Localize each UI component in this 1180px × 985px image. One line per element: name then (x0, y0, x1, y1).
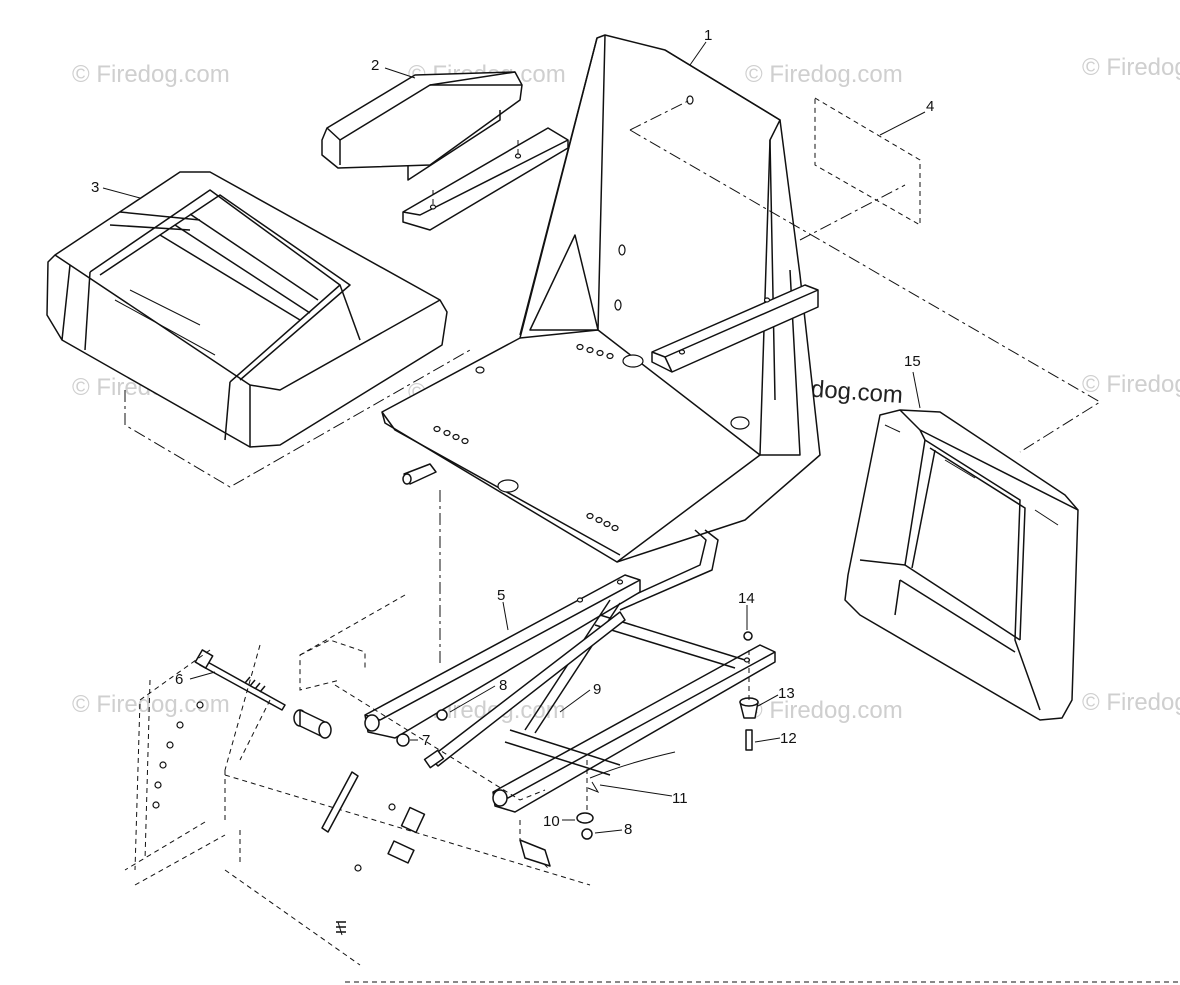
callout-5: 5 (497, 587, 505, 604)
callout-8: 8 (499, 677, 507, 694)
callout-6: 6 (175, 671, 183, 688)
watermark: © Firedog.com (745, 61, 903, 88)
seat-frame-part-1 (381, 34, 821, 611)
callout-7: 7 (422, 732, 430, 749)
wire-11 (589, 751, 676, 779)
callout-4: 4 (926, 98, 934, 115)
armrest-part-2 (321, 71, 569, 231)
bolt-12 (745, 729, 753, 751)
hardware-nuts (396, 631, 759, 840)
callout-13: 13 (778, 685, 795, 702)
backrest-cushion-part-15 (844, 409, 1079, 721)
seat-cushion-part-3 (46, 171, 448, 448)
watermark: © Firedog.com (72, 61, 230, 88)
callout-14: 14 (738, 590, 755, 607)
seat-rail-part-5 (364, 574, 776, 813)
callout-8b: 8 (624, 821, 632, 838)
leader-lines (102, 41, 926, 834)
callout-11: 11 (672, 790, 688, 807)
nut-14 (743, 631, 753, 641)
callouts: 1 2 3 4 5 6 7 8 9 8 10 11 12 13 14 15 (91, 27, 934, 838)
decal-part-4 (629, 97, 1101, 453)
callout-10: 10 (543, 813, 560, 830)
base-platform (124, 349, 591, 966)
callout-12: 12 (780, 730, 797, 747)
callout-2: 2 (371, 57, 379, 74)
nut-8b (581, 828, 593, 840)
watermark: © Firedog.com (1082, 689, 1180, 716)
watermark: © Firedog.com (1082, 371, 1180, 398)
watermark: © Firedog.com (745, 697, 903, 724)
callout-1: 1 (704, 27, 712, 44)
washer-10 (576, 812, 594, 824)
callout-15: 15 (904, 353, 921, 370)
watermark: © Firedog.com (1082, 54, 1180, 81)
bolt-part-6 (194, 649, 332, 739)
nut-8 (436, 709, 448, 721)
mounting-holes (433, 95, 750, 532)
callout-3: 3 (91, 179, 99, 196)
nut-7 (396, 733, 410, 747)
callout-9: 9 (593, 681, 601, 698)
watermark: © Firedog.com (72, 691, 230, 718)
